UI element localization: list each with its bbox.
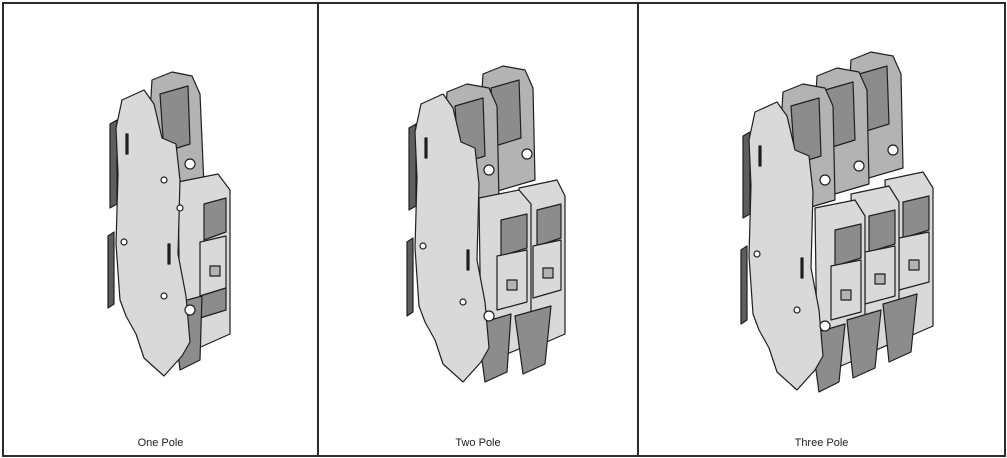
panel-one-pole: One Pole [4, 4, 317, 455]
panel-caption: Three Pole [794, 437, 849, 449]
panel-caption: Two Pole [455, 437, 501, 449]
panel-caption: One Pole [137, 437, 184, 449]
panel-two-pole: Two Pole [319, 4, 637, 455]
panel-three-pole: Three Pole [639, 4, 1004, 455]
one-pole-breaker-icon [107, 71, 231, 377]
panel-divider [317, 4, 319, 455]
panel-divider [637, 4, 639, 455]
three-pole-breaker-icon [740, 51, 934, 393]
two-pole-breaker-icon [406, 65, 566, 383]
